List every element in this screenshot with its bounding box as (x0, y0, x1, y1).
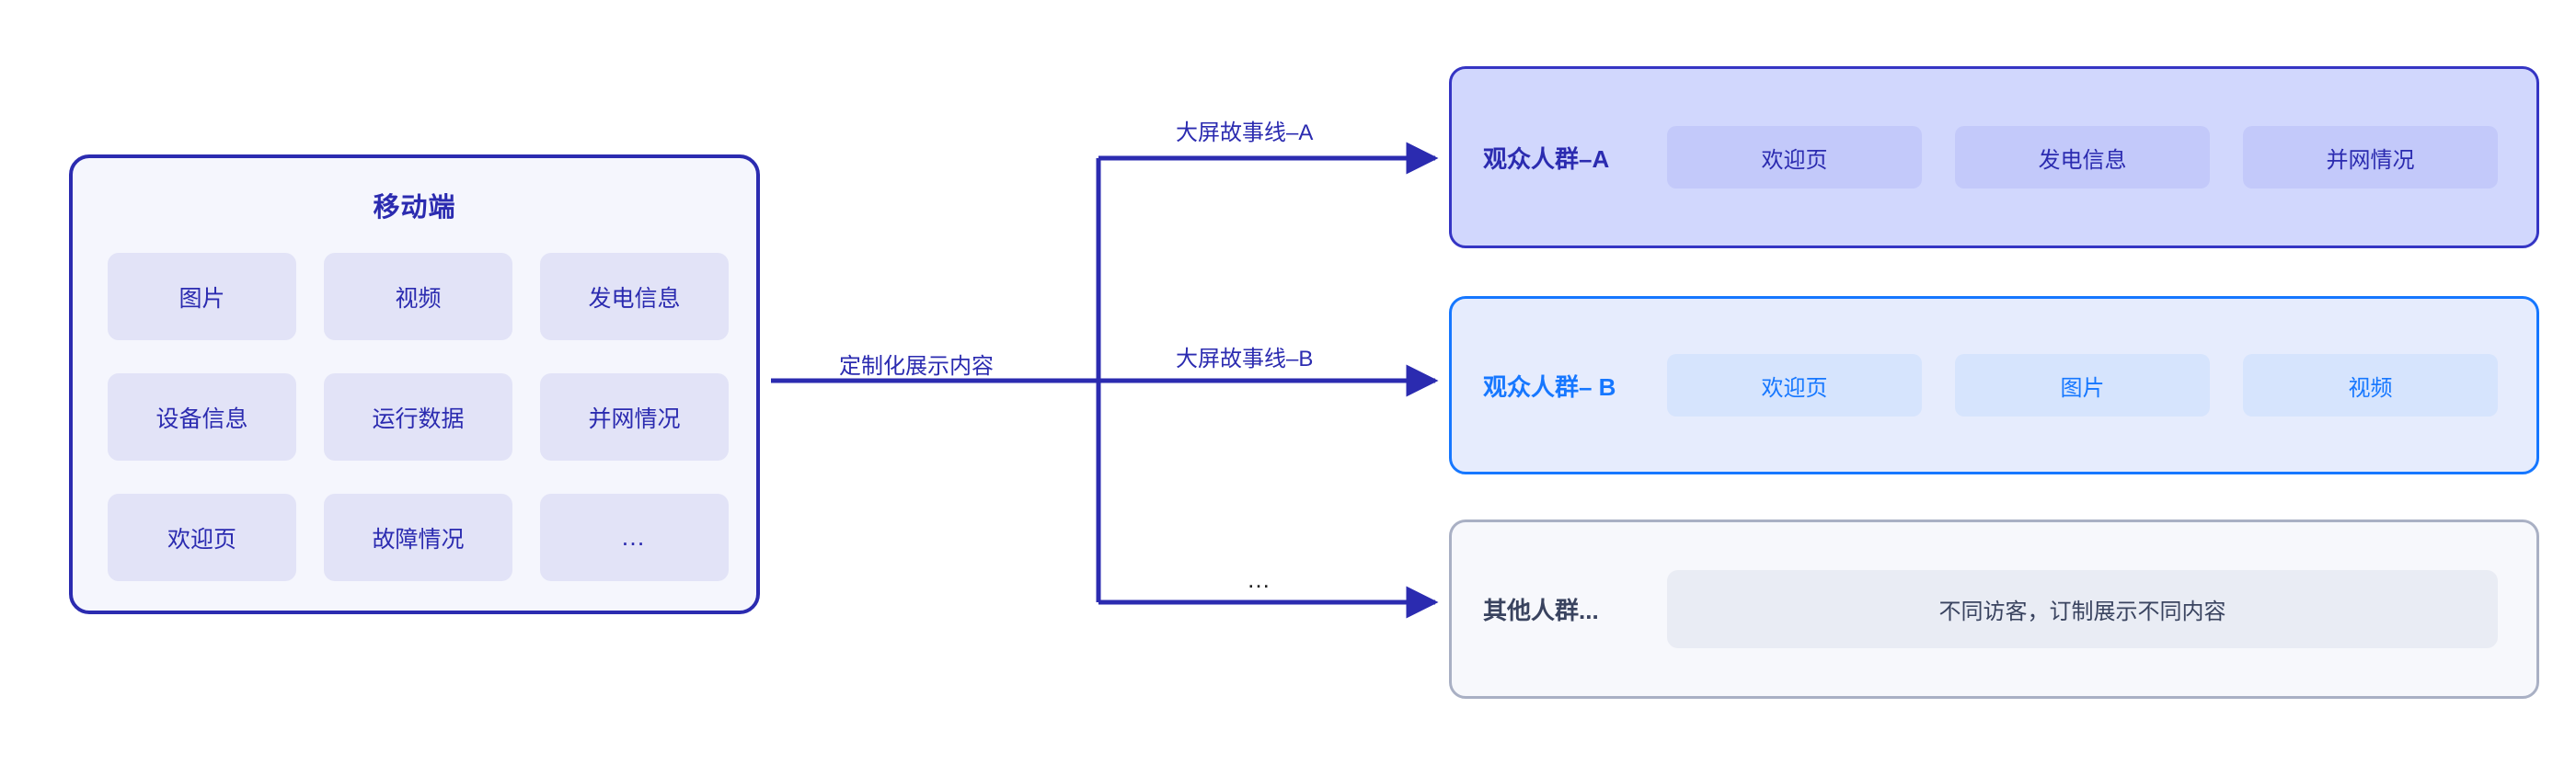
feature-tile[interactable]: 故障情况 (324, 494, 512, 581)
feature-tile[interactable]: 欢迎页 (108, 494, 296, 581)
feature-tile[interactable]: 发电信息 (540, 253, 729, 340)
audience-card-b[interactable]: 观众人群– B 欢迎页 图片 视频 (1449, 296, 2539, 474)
story-pill[interactable]: 欢迎页 (1667, 126, 1922, 188)
wire-label-branch-b: 大屏故事线–B (1176, 347, 1314, 371)
story-pill[interactable]: 发电信息 (1955, 126, 2210, 188)
feature-tile[interactable]: 设备信息 (108, 373, 296, 461)
feature-tile[interactable]: 运行数据 (324, 373, 512, 461)
wire-label-branch-a: 大屏故事线–A (1176, 120, 1314, 145)
audience-card-a[interactable]: 观众人群–A 欢迎页 发电信息 并网情况 (1449, 66, 2539, 248)
feature-tile[interactable]: 视频 (324, 253, 512, 340)
mobile-feature-grid: 图片 视频 发电信息 设备信息 运行数据 并网情况 欢迎页 故障情况 … (108, 253, 729, 581)
story-pill[interactable]: 图片 (1955, 354, 2210, 417)
feature-tile[interactable]: 并网情况 (540, 373, 729, 461)
audience-card-a-pills: 欢迎页 发电信息 并网情况 (1667, 126, 2498, 188)
audience-card-c[interactable]: 其他人群... 不同访客，订制展示不同内容 (1449, 520, 2539, 699)
audience-card-c-title: 其他人群... (1483, 597, 1599, 624)
mobile-panel: 移动端 图片 视频 发电信息 设备信息 运行数据 并网情况 欢迎页 故障情况 … (69, 154, 760, 614)
story-pill[interactable]: 视频 (2243, 354, 2498, 417)
feature-tile[interactable]: 图片 (108, 253, 296, 340)
story-pill[interactable]: 并网情况 (2243, 126, 2498, 188)
audience-card-a-title: 观众人群–A (1483, 144, 1610, 173)
wire-label-branch-c: … (1247, 565, 1273, 593)
story-pill[interactable]: 欢迎页 (1667, 354, 1922, 417)
story-pill-note[interactable]: 不同访客，订制展示不同内容 (1667, 570, 2498, 648)
audience-card-c-pills: 不同访客，订制展示不同内容 (1667, 570, 2498, 648)
feature-tile-more[interactable]: … (540, 494, 729, 581)
audience-card-b-title: 观众人群– B (1483, 372, 1616, 401)
wire-label-trunk: 定制化展示内容 (839, 354, 994, 379)
mobile-panel-title: 移动端 (373, 193, 456, 223)
audience-card-b-pills: 欢迎页 图片 视频 (1667, 354, 2498, 417)
